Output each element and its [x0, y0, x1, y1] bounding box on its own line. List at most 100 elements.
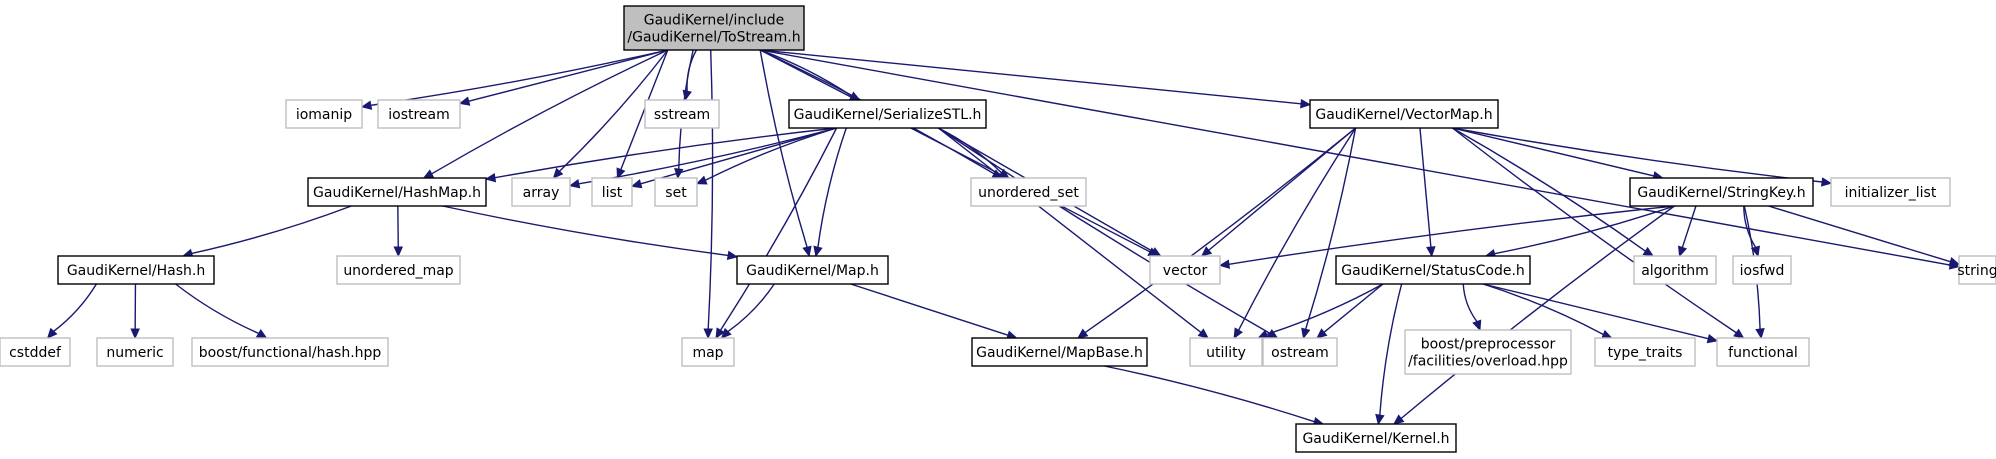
edge-tostream-to-hashmap [431, 49, 669, 175]
edge-serializestl-to-ostream [937, 127, 1271, 334]
node-box-algorithm [1633, 255, 1717, 285]
arrowhead-vectormap-to-statuscode [1426, 246, 1436, 258]
edge-vectormap-to-initializer_list [1452, 127, 1823, 183]
node-box-cstddef [0, 337, 71, 367]
edge-tostream-to-array [559, 49, 669, 172]
node-box-vectormap [1309, 99, 1499, 129]
node-label-boostpp-0: boost/preprocessor [1421, 337, 1556, 353]
node-label-array-0: array [523, 185, 560, 201]
edge-hashmap-to-hash [191, 205, 352, 255]
node-mapk[interactable]: GaudiKernel/Map.h [736, 255, 889, 285]
edge-mapk-to-mapbase [850, 283, 1009, 336]
node-kernel[interactable]: GaudiKernel/Kernel.h [1295, 423, 1457, 453]
arrowhead-hashmap-to-unordered_map [393, 246, 404, 258]
node-stringkey[interactable]: GaudiKernel/StringKey.h [1629, 177, 1814, 207]
node-mapbase[interactable]: GaudiKernel/MapBase.h [971, 337, 1148, 367]
node-string: string [1957, 255, 1996, 285]
node-box-mapk [736, 255, 889, 285]
edge-vectormap-to-ostream [1304, 127, 1357, 330]
edge-serializestl-to-mapk [817, 127, 847, 248]
edge-stringkey-to-statuscode [1494, 205, 1675, 255]
node-vectormap[interactable]: GaudiKernel/VectorMap.h [1309, 99, 1499, 129]
node-list: list [591, 177, 633, 207]
arrowhead-serializestl-to-array [568, 179, 581, 189]
node-box-functional [1716, 337, 1810, 367]
edge-tostream-to-map [707, 49, 714, 330]
node-unordered_map: unordered_map [336, 255, 461, 285]
edge-serializestl-to-hashmap [494, 127, 837, 179]
node-label-stringkey-0: GaudiKernel/StringKey.h [1637, 185, 1805, 201]
arrowhead-tostream-to-map [703, 328, 713, 340]
node-label-statuscode-0: GaudiKernel/StatusCode.h [1341, 263, 1525, 279]
node-label-string-0: string [1957, 263, 1996, 279]
node-iostream: iostream [377, 99, 461, 129]
arrowhead-statuscode-to-functional [1706, 333, 1719, 344]
node-label-unordered_set-0: unordered_set [978, 185, 1079, 201]
edge-serializestl-to-utility [937, 127, 1202, 334]
node-statuscode[interactable]: GaudiKernel/StatusCode.h [1335, 255, 1531, 285]
node-iosfwd: iosfwd [1732, 255, 1792, 285]
node-label-serializestl-0: GaudiKernel/SerializeSTL.h [794, 107, 982, 123]
arrowhead-stringkey-to-algorithm [1677, 245, 1688, 258]
arrowhead-vectormap-to-utility [1233, 327, 1243, 340]
node-box-iosfwd [1732, 255, 1792, 285]
node-box-iomanip [285, 99, 363, 129]
node-label-tostream-0: GaudiKernel/include [644, 13, 785, 29]
arrowhead-serializestl-to-unordered_set [998, 168, 1010, 179]
node-tostream[interactable]: GaudiKernel/include/GaudiKernel/ToStream… [623, 5, 805, 51]
edge-vectormap-to-vector [1208, 127, 1357, 251]
arrowhead-vectormap-to-ostream [1301, 327, 1311, 340]
edge-serializestl-to-list [640, 127, 837, 185]
node-label-iosfwd-0: iosfwd [1740, 263, 1785, 279]
node-label-mapbase-0: GaudiKernel/MapBase.h [976, 345, 1143, 361]
arrowhead-vectormap-to-functional [1733, 328, 1745, 339]
edge-statuscode-to-functional [1482, 283, 1709, 340]
node-box-type_traits [1594, 337, 1696, 367]
edge-serializestl-to-set [705, 127, 837, 181]
node-boosthash: boost/functional/hash.hpp [191, 337, 389, 367]
node-box-numeric [96, 337, 174, 367]
node-label-list-0: list [602, 185, 623, 201]
node-serializestl[interactable]: GaudiKernel/SerializeSTL.h [788, 99, 987, 129]
node-box-hash [57, 255, 215, 285]
node-label-cstddef-0: cstddef [9, 345, 62, 361]
node-boostpp: boost/preprocessor/facilities/overload.h… [1404, 329, 1572, 375]
node-label-functional-0: functional [1728, 345, 1798, 361]
node-label-initializer_list-0: initializer_list [1845, 185, 1937, 201]
node-functional: functional [1716, 337, 1810, 367]
arrowhead-statuscode-to-kernel [1375, 413, 1385, 426]
node-box-boostpp [1404, 329, 1572, 375]
arrowhead-hash-to-numeric [130, 328, 140, 340]
arrowhead-serializestl-to-utility [1197, 328, 1209, 339]
arrowhead-serializestl-to-set [695, 175, 708, 185]
node-box-tostream [623, 5, 805, 51]
arrowhead-serializestl-to-map [715, 327, 725, 340]
arrowhead-vectormap-to-algorithm [1642, 246, 1655, 257]
edge-hash-to-boosthash [175, 283, 259, 335]
arrowhead-tostream-to-vectormap [1300, 98, 1312, 109]
node-cstddef: cstddef [0, 337, 71, 367]
node-box-kernel [1295, 423, 1457, 453]
edge-vectormap-to-algorithm [1452, 127, 1646, 252]
edge-vectormap-to-mapbase [1084, 127, 1357, 334]
node-label-vector-0: vector [1163, 263, 1208, 279]
node-label-type_traits-0: type_traits [1608, 345, 1683, 361]
arrowhead-stringkey-to-vector [1218, 259, 1231, 269]
node-layer: GaudiKernel/include/GaudiKernel/ToStream… [0, 5, 1996, 453]
node-hash[interactable]: GaudiKernel/Hash.h [57, 255, 215, 285]
node-label-vectormap-0: GaudiKernel/VectorMap.h [1315, 107, 1492, 123]
node-vector: vector [1149, 255, 1221, 285]
node-box-unordered_set [970, 177, 1087, 207]
arrowhead-stringkey-to-iosfwd [1750, 245, 1760, 258]
arrowhead-tostream-to-array [552, 167, 564, 179]
node-hashmap[interactable]: GaudiKernel/HashMap.h [307, 177, 487, 207]
node-box-array [511, 177, 571, 207]
edge-mapk-to-map [727, 283, 775, 333]
edge-stringkey-to-algorithm [1681, 205, 1697, 248]
node-box-serializestl [788, 99, 987, 129]
arrowhead-hashmap-to-mapk [726, 250, 739, 261]
edge-vectormap-to-functional [1451, 127, 1737, 334]
node-box-sstream [644, 99, 720, 129]
node-sstream: sstream [644, 99, 720, 129]
arrowhead-mapk-to-map [720, 327, 732, 339]
